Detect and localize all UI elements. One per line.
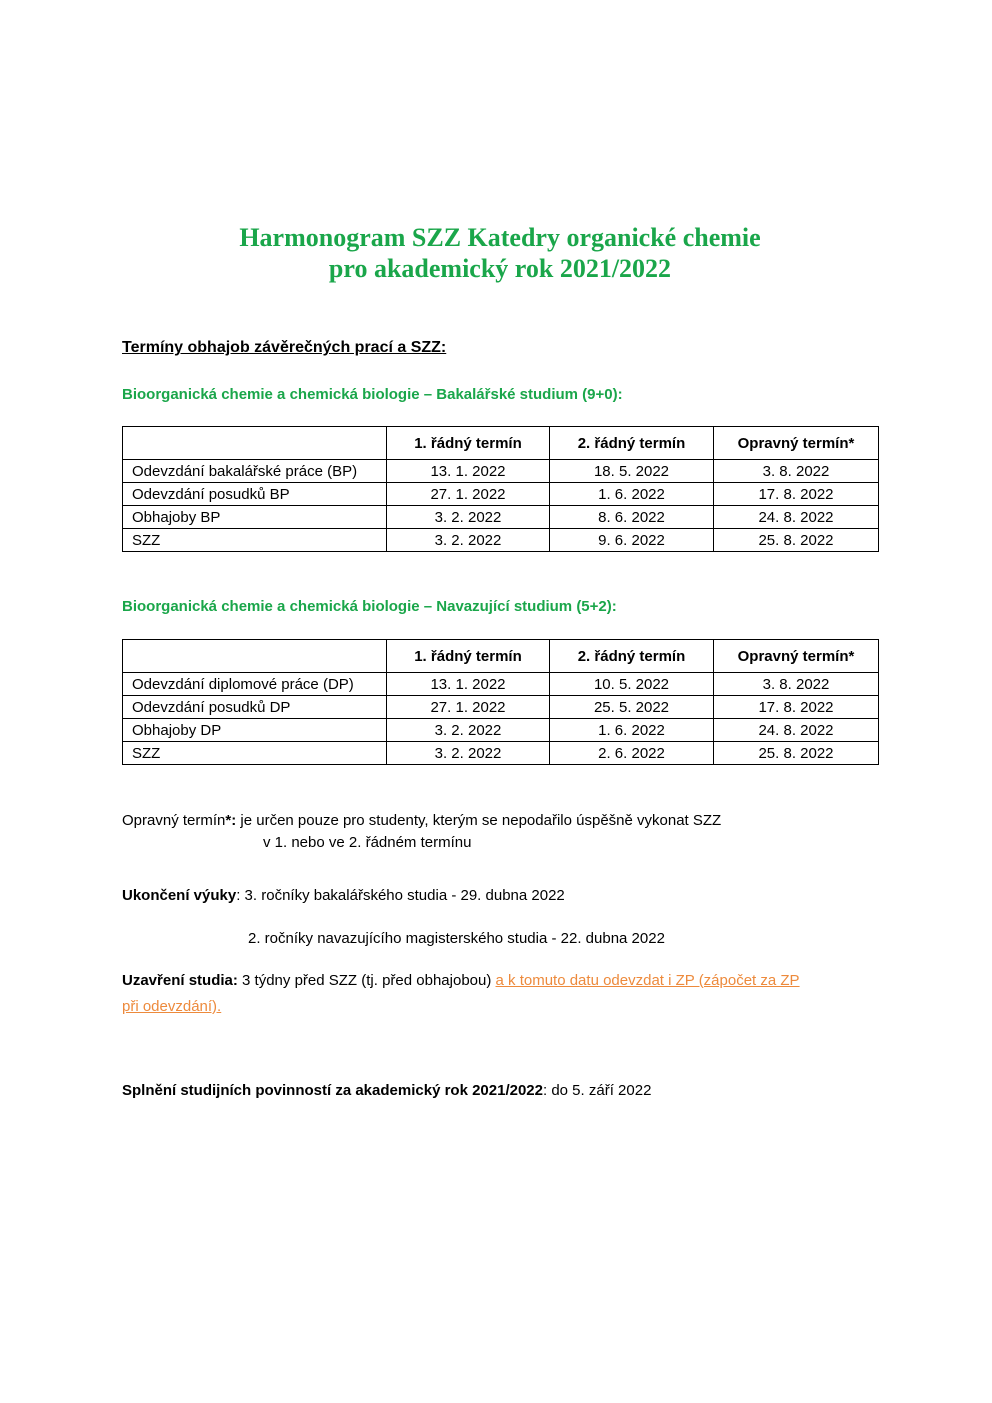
date-cell: 9. 6. 2022	[549, 528, 714, 552]
uzavreni-text: 3 týdny před SZZ (tj. před obhajobou)	[237, 972, 496, 989]
table-header-row: 1. řádný termín 2. řádný termín Opravný …	[122, 426, 879, 460]
date-cell: 1. 6. 2022	[549, 482, 714, 506]
date-cell: 3. 8. 2022	[713, 672, 879, 696]
column-header: 1. řádný termín	[386, 426, 550, 460]
table-row: Odevzdání posudků BP 27. 1. 2022 1. 6. 2…	[122, 482, 879, 506]
opravny-star: *:	[225, 812, 237, 829]
page-title-line2: pro akademický rok 2021/2022	[328, 254, 672, 283]
table-row: Odevzdání posudků DP 27. 1. 2022 25. 5. …	[122, 695, 879, 719]
master-schedule-table: 1. řádný termín 2. řádný termín Opravný …	[122, 639, 879, 765]
table-row: SZZ 3. 2. 2022 2. 6. 2022 25. 8. 2022	[122, 741, 879, 765]
uzavreni-note-line2: při odevzdání).	[122, 997, 221, 1017]
opravny-note-line2: v 1. nebo ve 2. řádném termínu	[263, 834, 472, 851]
date-cell: 3. 2. 2022	[386, 505, 550, 529]
table-row: SZZ 3. 2. 2022 9. 6. 2022 25. 8. 2022	[122, 528, 879, 552]
table-row: Obhajoby DP 3. 2. 2022 1. 6. 2022 24. 8.…	[122, 718, 879, 742]
date-cell: 3. 2. 2022	[386, 528, 550, 552]
opravny-text: je určen pouze pro studenty, kterým se n…	[236, 812, 722, 829]
date-cell: 24. 8. 2022	[713, 718, 879, 742]
row-label: Odevzdání bakalářské práce (BP)	[122, 459, 387, 483]
date-cell: 25. 5. 2022	[549, 695, 714, 719]
column-header	[122, 426, 387, 460]
date-cell: 24. 8. 2022	[713, 505, 879, 529]
table-row: Obhajoby BP 3. 2. 2022 8. 6. 2022 24. 8.…	[122, 505, 879, 529]
date-cell: 25. 8. 2022	[713, 528, 879, 552]
splneni-text: : do 5. září 2022	[543, 1082, 652, 1099]
opravny-label: Opravný termín	[122, 812, 226, 829]
column-header: Opravný termín*	[713, 426, 879, 460]
row-label: SZZ	[122, 528, 387, 552]
date-cell: 10. 5. 2022	[549, 672, 714, 696]
table-row: Odevzdání diplomové práce (DP) 13. 1. 20…	[122, 672, 879, 696]
opravny-note: Opravný termín*: je určen pouze pro stud…	[122, 811, 721, 831]
column-header: Opravný termín*	[713, 639, 879, 673]
column-header	[122, 639, 387, 673]
date-cell: 27. 1. 2022	[386, 482, 550, 506]
column-header: 2. řádný termín	[549, 639, 714, 673]
date-cell: 3. 2. 2022	[386, 741, 550, 765]
column-header: 2. řádný termín	[549, 426, 714, 460]
ukonceni-text: : 3. ročníky bakalářského studia - 29. d…	[236, 887, 565, 904]
row-label: Obhajoby DP	[122, 718, 387, 742]
date-cell: 17. 8. 2022	[713, 482, 879, 506]
splneni-label: Splnění studijních povinností za akademi…	[122, 1082, 543, 1099]
uzavreni-note: Uzavření studia: 3 týdny před SZZ (tj. p…	[122, 971, 800, 991]
bachelor-schedule-table: 1. řádný termín 2. řádný termín Opravný …	[122, 426, 879, 552]
row-label: Obhajoby BP	[122, 505, 387, 529]
row-label: Odevzdání diplomové práce (DP)	[122, 672, 387, 696]
ukonceni-note-line2: 2. ročníky navazujícího magisterského st…	[248, 930, 665, 947]
ukonceni-note: Ukončení výuky: 3. ročníky bakalářského …	[122, 886, 565, 906]
date-cell: 25. 8. 2022	[713, 741, 879, 765]
date-cell: 3. 2. 2022	[386, 718, 550, 742]
section-heading: Termíny obhajob závěrečných prací a SZZ:	[122, 339, 447, 356]
date-cell: 17. 8. 2022	[713, 695, 879, 719]
column-header: 1. řádný termín	[386, 639, 550, 673]
date-cell: 13. 1. 2022	[386, 672, 550, 696]
uzavreni-label: Uzavření studia:	[122, 972, 238, 989]
date-cell: 8. 6. 2022	[549, 505, 714, 529]
ukonceni-label: Ukončení výuky	[122, 887, 237, 904]
splneni-note: Splnění studijních povinností za akademi…	[122, 1081, 651, 1101]
date-cell: 2. 6. 2022	[549, 741, 714, 765]
date-cell: 1. 6. 2022	[549, 718, 714, 742]
master-heading: Bioorganická chemie a chemická biologie …	[122, 598, 617, 615]
row-label: Odevzdání posudků BP	[122, 482, 387, 506]
uzavreni-link-continued[interactable]: při odevzdání).	[122, 998, 222, 1015]
date-cell: 13. 1. 2022	[386, 459, 550, 483]
page-title-line1: Harmonogram SZZ Katedry organické chemie	[239, 223, 761, 252]
table-row: Odevzdání bakalářské práce (BP) 13. 1. 2…	[122, 459, 879, 483]
row-label: SZZ	[122, 741, 387, 765]
table-header-row: 1. řádný termín 2. řádný termín Opravný …	[122, 639, 879, 673]
date-cell: 18. 5. 2022	[549, 459, 714, 483]
uzavreni-link[interactable]: a k tomuto datu odevzdat i ZP (zápočet z…	[495, 972, 800, 989]
row-label: Odevzdání posudků DP	[122, 695, 387, 719]
date-cell: 27. 1. 2022	[386, 695, 550, 719]
bachelor-heading: Bioorganická chemie a chemická biologie …	[122, 386, 623, 403]
date-cell: 3. 8. 2022	[713, 459, 879, 483]
